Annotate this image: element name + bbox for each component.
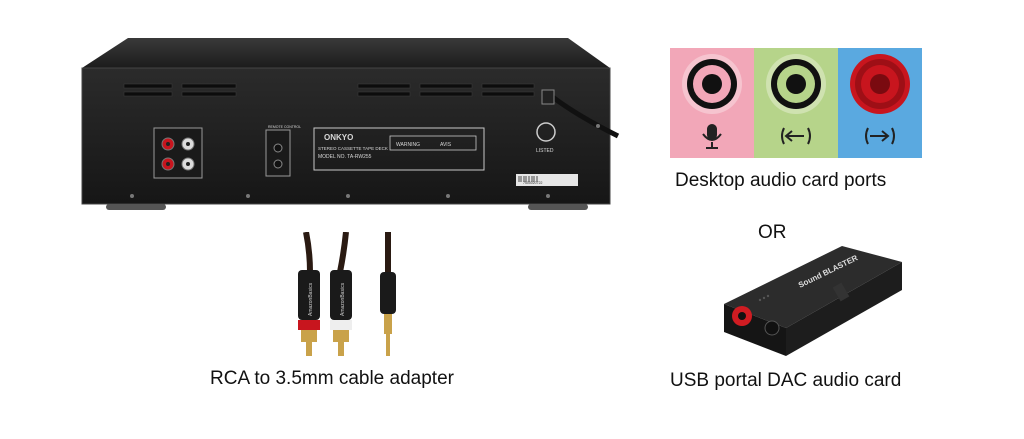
cable-brand-left: AmazonBasics xyxy=(308,282,314,316)
deck-listed: LISTED xyxy=(536,148,554,154)
port-line-out xyxy=(754,48,838,158)
caption-or: OR xyxy=(758,222,787,243)
deck-remote-label: REMOTE CONTROL xyxy=(268,125,301,129)
port-line-in xyxy=(838,48,922,158)
deck-warning: WARNING xyxy=(396,142,420,148)
deck-avis: AVIS xyxy=(440,142,452,148)
rca-cable-image: AmazonBasics AmazonBasics xyxy=(298,232,396,356)
cable-brand-right: AmazonBasics xyxy=(340,282,346,316)
deck-subtitle: STEREO CASSETTE TAPE DECK xyxy=(318,146,388,151)
line-out-icon xyxy=(781,127,811,145)
line-in-icon xyxy=(865,127,895,145)
deck-brand: ONKYO xyxy=(324,133,353,142)
microphone-icon xyxy=(702,124,722,149)
deck-serial: 7500020722 xyxy=(523,181,543,185)
caption-usb-dac: USB portal DAC audio card xyxy=(670,370,902,391)
deck-model: MODEL NO. TA-RW255 xyxy=(318,154,372,160)
caption-desktop-ports: Desktop audio card ports xyxy=(675,170,887,191)
caption-rca-cable: RCA to 3.5mm cable adapter xyxy=(210,368,454,389)
cassette-deck-rear-panel: ONKYO STEREO CASSETTE TAPE DECK MODEL NO… xyxy=(81,38,620,210)
usb-dac-image: Sound BLASTER xyxy=(724,246,902,356)
port-mic xyxy=(670,48,754,158)
